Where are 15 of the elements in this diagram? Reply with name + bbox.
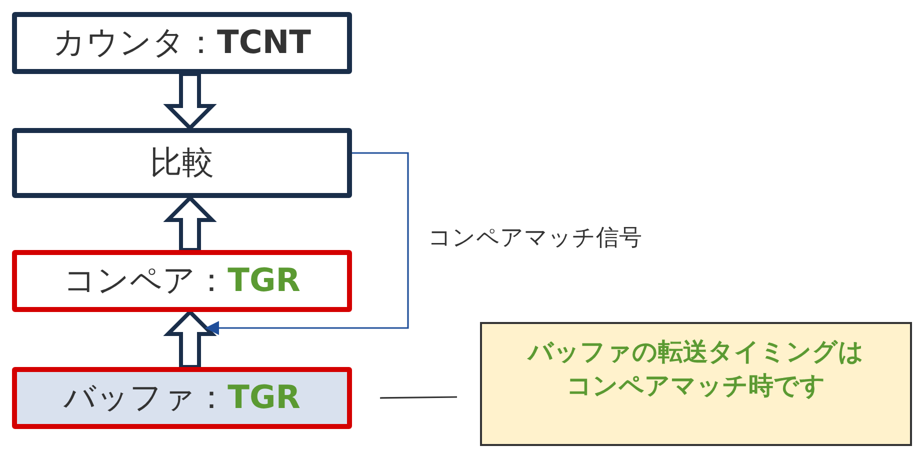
- signal-arrow: [205, 152, 409, 335]
- box-label: コンペア：TGR: [64, 260, 300, 302]
- block-arrow: [163, 309, 217, 369]
- box-label: 比較: [150, 142, 214, 184]
- box-label: カウンタ：TCNT: [53, 22, 311, 64]
- note-text: バッファの転送タイミングはコンペアマッチ時です: [526, 336, 865, 402]
- register-box: [12, 128, 352, 198]
- register-box: [12, 250, 352, 312]
- block-arrow: [163, 195, 217, 252]
- connector-line: [380, 396, 458, 399]
- register-box: [12, 12, 352, 74]
- note-box: [480, 322, 912, 446]
- block-arrow: [163, 72, 217, 131]
- register-box: [12, 367, 352, 429]
- box-label: バッファ：TGR: [64, 377, 300, 418]
